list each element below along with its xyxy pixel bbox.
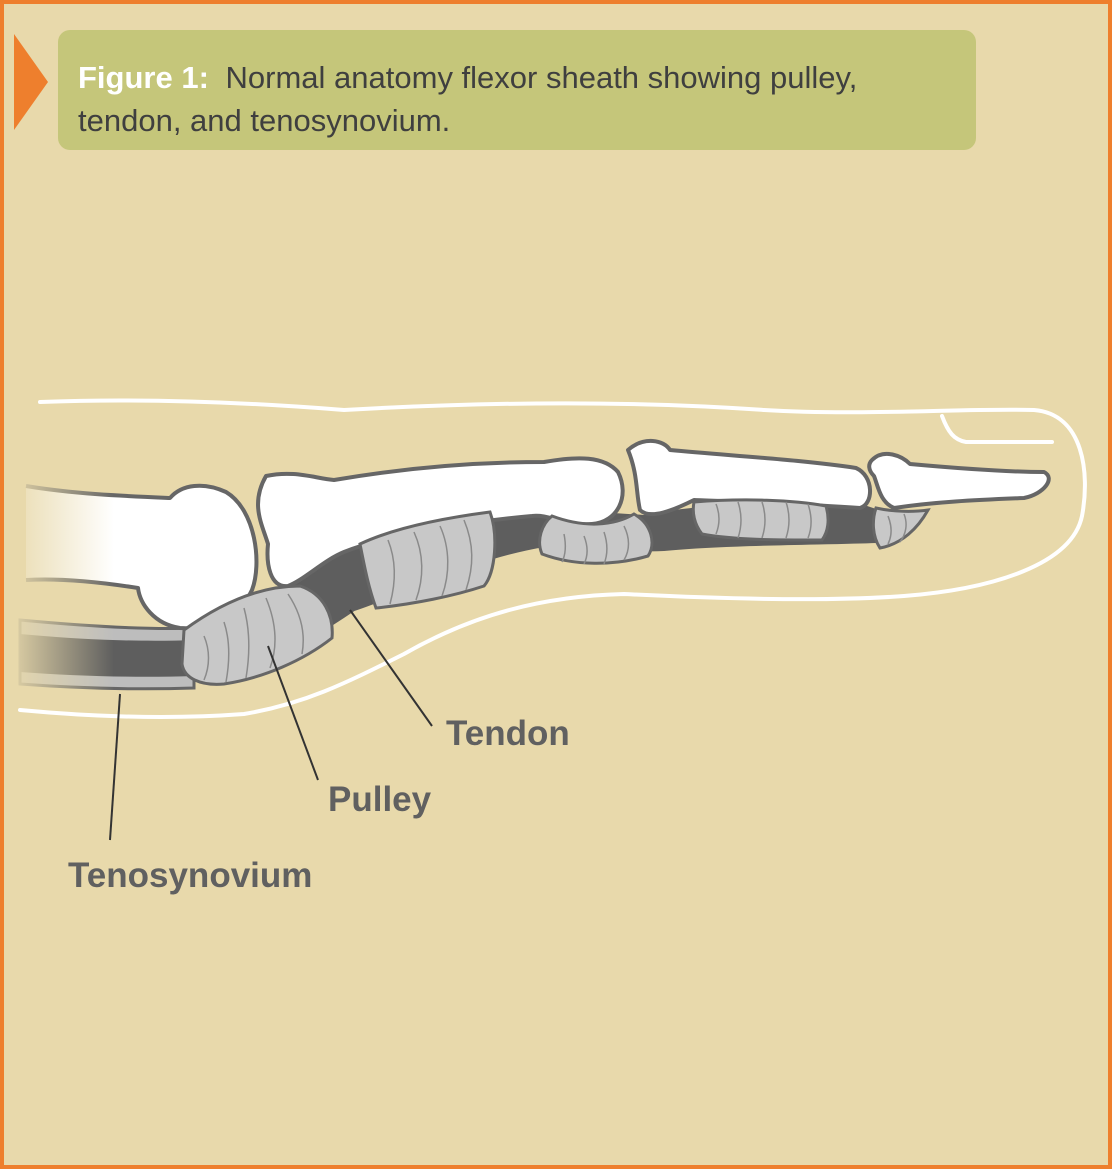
tenosynovium-leader-line <box>109 693 121 841</box>
fingernail-outline <box>940 414 1054 444</box>
pulley-middle-phalanx <box>691 498 830 542</box>
proximal-fade <box>4 474 114 704</box>
caption-arrow-icon <box>14 34 48 130</box>
pulley-proximal-phalanx <box>358 510 497 610</box>
pulley-leader-line <box>267 645 319 781</box>
figure-caption: Figure 1: Normal anatomy flexor sheath s… <box>58 30 976 150</box>
pulley-dip-joint <box>871 506 931 550</box>
caption-label: Figure 1: <box>78 60 209 95</box>
pulley-a2 <box>180 584 334 686</box>
distal-phalanx-bone <box>867 451 1051 510</box>
pulley-pip-joint <box>538 512 654 565</box>
tendon-label: Tendon <box>446 714 570 753</box>
tendon-leader-line <box>349 609 433 727</box>
middle-phalanx-bone <box>626 439 872 517</box>
caption-text: Normal anatomy flexor sheath showing pul… <box>78 60 858 138</box>
tenosynovium-label: Tenosynovium <box>68 856 313 895</box>
pulley-label: Pulley <box>328 780 432 819</box>
finger-skin-outline <box>18 398 1087 719</box>
finger-anatomy-diagram <box>4 398 1087 841</box>
